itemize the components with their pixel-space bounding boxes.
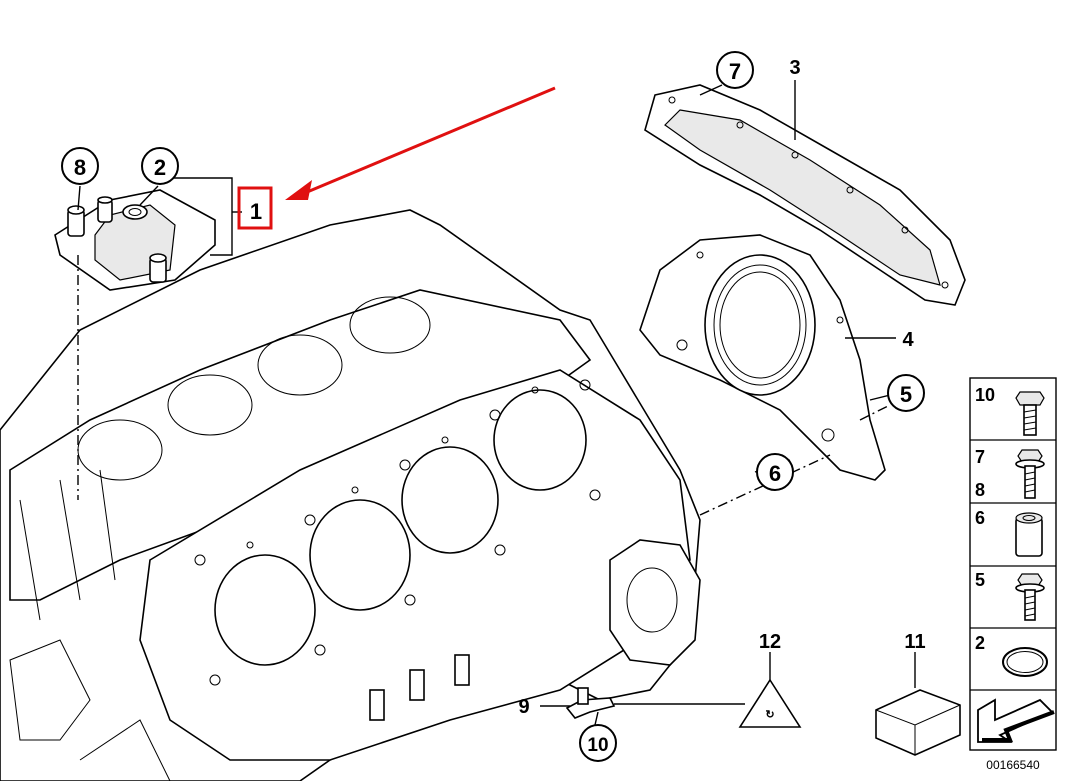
svg-text:5: 5 <box>975 570 985 590</box>
svg-text:10: 10 <box>975 385 995 405</box>
svg-text:9: 9 <box>518 696 529 718</box>
legend-row-5: 5 <box>975 570 1045 621</box>
svg-text:11: 11 <box>904 631 925 653</box>
svg-text:4: 4 <box>902 329 914 351</box>
svg-text:10: 10 <box>587 735 608 756</box>
callout-2[interactable]: 2 <box>141 147 179 185</box>
sensor-part <box>565 687 616 719</box>
callout-5[interactable]: 5 <box>887 374 925 412</box>
deck-bolt-holes <box>194 379 601 686</box>
engine-block <box>0 209 701 781</box>
seal-locator-line <box>699 454 831 516</box>
highlight-box <box>237 186 273 230</box>
seal-locator-line-2 <box>859 404 891 421</box>
upper-bores <box>77 296 431 481</box>
svg-text:5: 5 <box>900 382 912 407</box>
parts-box <box>875 689 961 756</box>
oil-pan-gasket <box>644 84 966 306</box>
legend-arrow <box>977 698 1055 743</box>
svg-text:1: 1 <box>250 199 262 224</box>
callout-4[interactable]: 4 <box>902 329 914 351</box>
svg-text:8: 8 <box>975 480 985 500</box>
highlight-arrow <box>285 86 556 200</box>
legend-row-2: 2 <box>975 633 1048 677</box>
leader-lines <box>77 80 916 726</box>
callout-6[interactable]: 6 <box>756 453 794 491</box>
svg-text:7: 7 <box>729 59 741 84</box>
svg-text:6: 6 <box>769 461 781 486</box>
fastener-legend: 10 7 8 6 5 2 <box>969 377 1057 751</box>
callout-9[interactable]: 9 <box>518 696 529 718</box>
warning-triangle: ↻ <box>738 678 802 728</box>
legend-row-6: 6 <box>975 508 1043 557</box>
svg-text:8: 8 <box>74 155 86 180</box>
callout-1[interactable]: 1 <box>250 199 262 224</box>
callout-8[interactable]: 8 <box>61 147 99 185</box>
bracket-assembly <box>54 189 216 291</box>
svg-text:12: 12 <box>759 631 781 653</box>
callout-3[interactable]: 3 <box>789 57 800 79</box>
svg-text:3: 3 <box>789 57 800 79</box>
seal-carrier <box>639 234 886 481</box>
svg-text:7: 7 <box>975 447 985 467</box>
svg-text:↻: ↻ <box>765 709 774 721</box>
callout-10[interactable]: 10 <box>579 724 617 762</box>
legend-row-7-8: 7 8 <box>975 447 1045 500</box>
cylinder-bores <box>214 389 587 666</box>
svg-text:2: 2 <box>975 633 985 653</box>
callout-11[interactable]: 11 <box>904 631 925 653</box>
legend-row-10: 10 <box>975 385 1045 436</box>
svg-text:6: 6 <box>975 508 985 528</box>
callout-12[interactable]: 12 <box>759 631 781 653</box>
callout-7[interactable]: 7 <box>716 51 754 89</box>
svg-text:2: 2 <box>154 155 166 180</box>
diagram-number: 00166540 <box>986 758 1040 772</box>
